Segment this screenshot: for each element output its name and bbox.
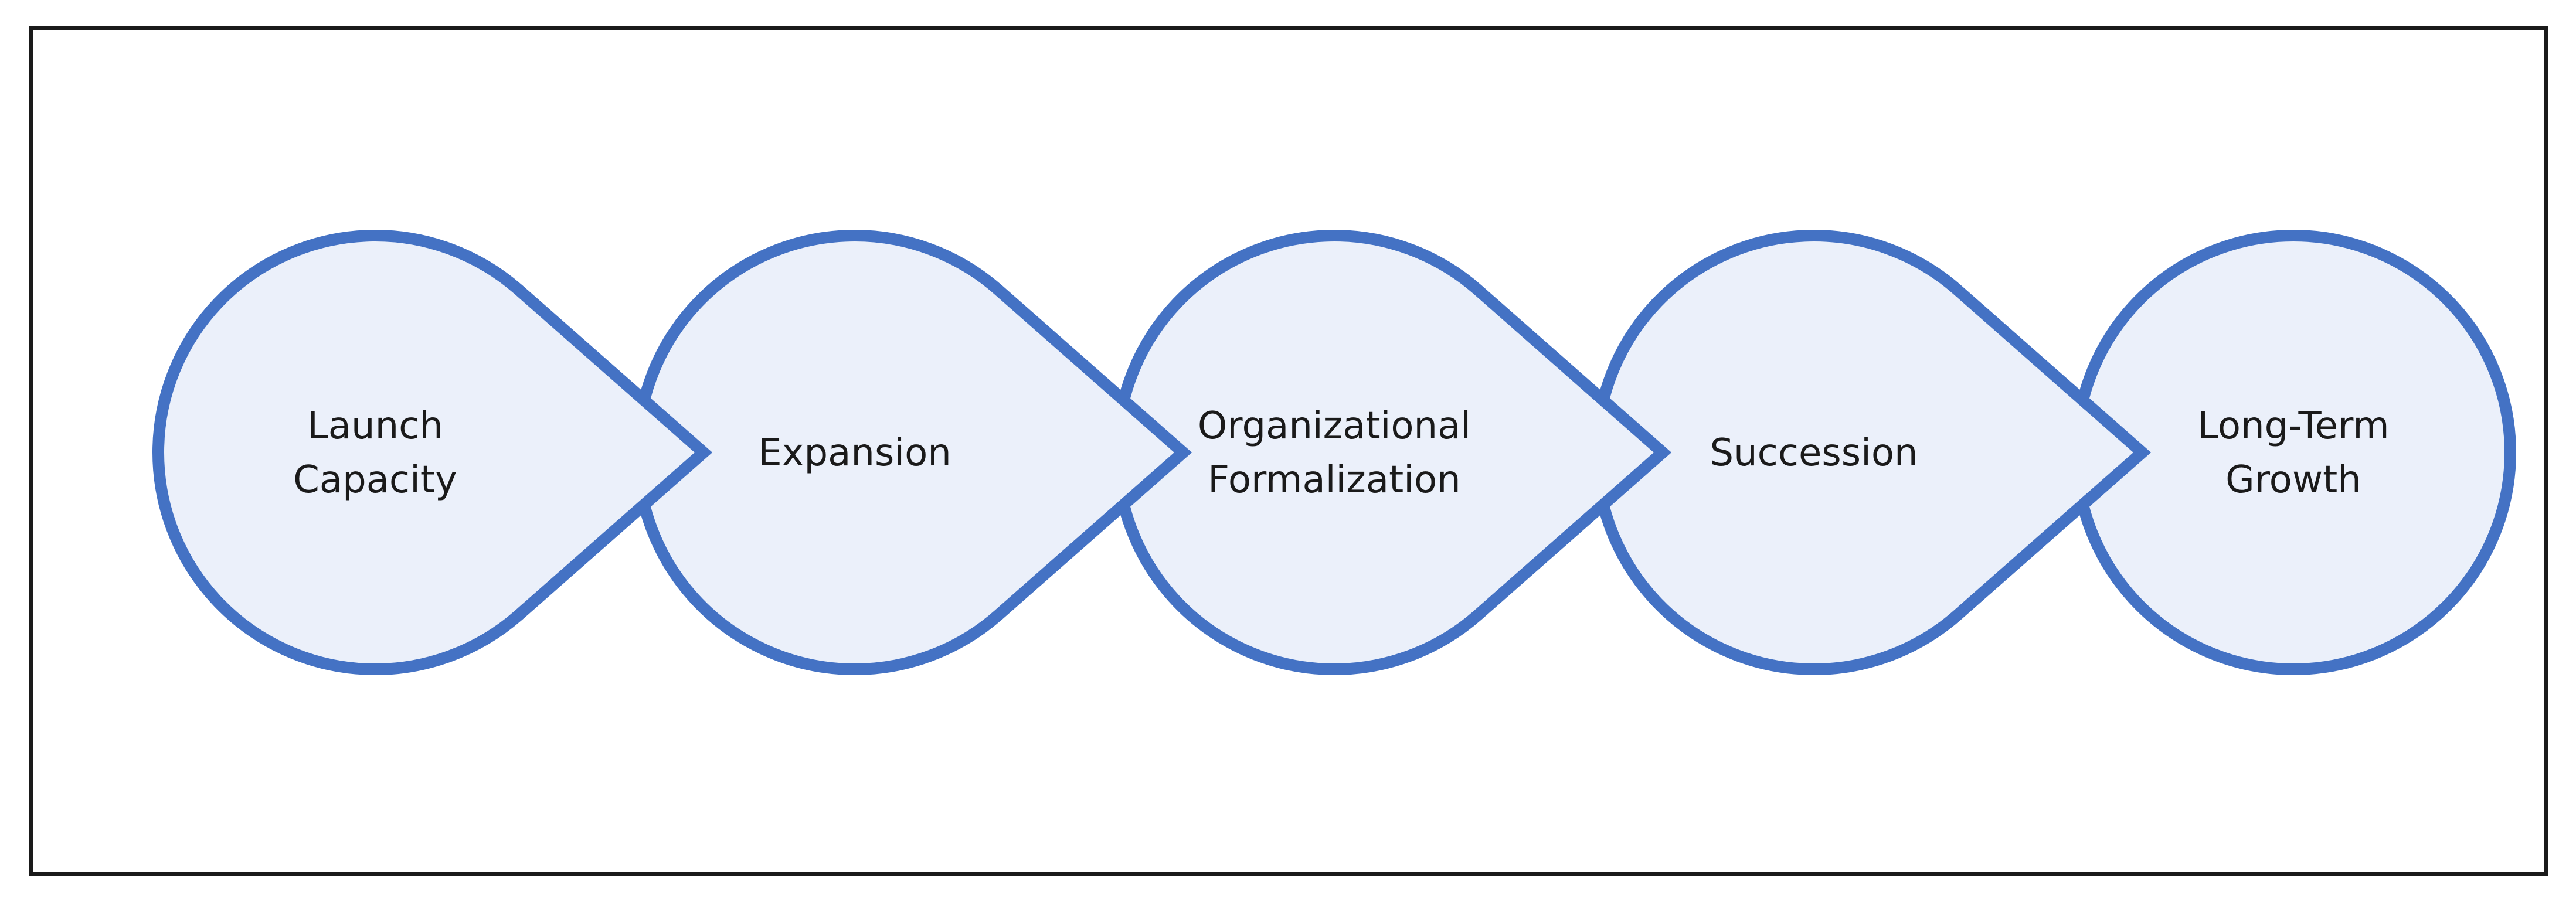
stage-label: Organizational	[1198, 404, 1471, 448]
stage-node: Succession	[1591, 230, 2152, 675]
stage-label: Formalization	[1208, 458, 1460, 502]
stage-label: Capacity	[293, 458, 457, 502]
stage-label: Growth	[2225, 458, 2361, 502]
stage-label: Launch	[307, 404, 443, 448]
stage-node: Expansion	[632, 230, 1192, 675]
stage-circle-arrow	[1112, 230, 1672, 675]
stage-label: Expansion	[758, 431, 951, 475]
stage-circle-arrow	[152, 230, 713, 675]
stage-label: Succession	[1710, 431, 1918, 475]
stage-label: Long-Term	[2197, 404, 2389, 448]
